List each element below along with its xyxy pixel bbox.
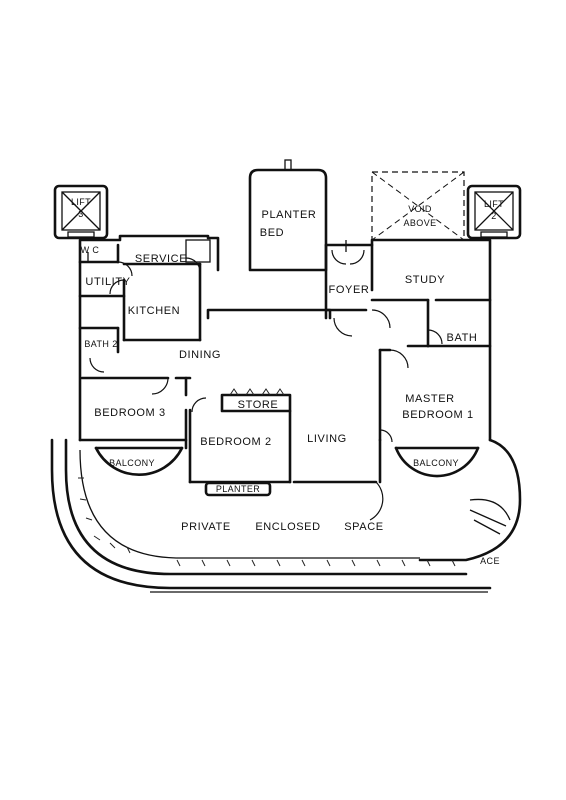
- utility-label: UTILITY: [85, 276, 130, 288]
- enclosed-word: ENCLOSED: [255, 521, 320, 533]
- planter-bed-label-1: PLANTER: [262, 209, 317, 221]
- planter-bed: PLANTER BED: [248, 159, 328, 272]
- study: STUDY: [370, 274, 492, 329]
- private-enclosed-space: PRIVATE ENCLOSED SPACE ACE: [50, 438, 522, 593]
- bath-2-label: BATH 2: [84, 339, 117, 349]
- ace-fragment-label: ACE: [480, 556, 500, 566]
- lift-2: LIFT 2: [466, 184, 522, 240]
- living-label: LIVING: [307, 433, 347, 445]
- store: STORE: [220, 388, 292, 413]
- living: LIVING: [292, 433, 384, 521]
- exterior-walls: [78, 234, 492, 442]
- bedroom-3: BEDROOM 3: [78, 377, 188, 450]
- balcony-left: BALCONY: [94, 446, 184, 476]
- foyer: FOYER: [324, 240, 374, 337]
- lift-3-number: 3: [78, 209, 83, 219]
- master-label-1: MASTER: [405, 393, 454, 405]
- space-word: SPACE: [344, 521, 383, 533]
- lift-3: LIFT 3: [53, 184, 109, 240]
- master-bedroom: MASTER BEDROOM 1: [378, 344, 473, 443]
- wc-label: W C: [81, 245, 100, 255]
- bath-label: BATH: [447, 332, 478, 344]
- study-label: STUDY: [405, 274, 445, 286]
- balcony-left-label: BALCONY: [109, 458, 155, 468]
- planter: PLANTER: [204, 481, 272, 497]
- void-above: VOID ABOVE: [371, 171, 465, 241]
- service-wing: W C SERVICE UTILITY KITCHEN BATH 2: [78, 239, 211, 373]
- balcony-right-label: BALCONY: [413, 458, 459, 468]
- void-label-2: ABOVE: [403, 218, 436, 228]
- bedroom-2-label: BEDROOM 2: [200, 436, 271, 448]
- lift-2-number: 2: [491, 211, 496, 221]
- planter-label: PLANTER: [216, 484, 260, 494]
- lift-3-label: LIFT: [71, 197, 91, 207]
- store-label: STORE: [238, 399, 279, 411]
- lift-2-label: LIFT: [484, 199, 504, 209]
- balcony-right: BALCONY: [394, 446, 480, 478]
- private-word: PRIVATE: [181, 521, 231, 533]
- dining-label: DINING: [179, 349, 221, 361]
- bedroom-3-label: BEDROOM 3: [94, 407, 165, 419]
- kitchen-label: KITCHEN: [128, 305, 180, 317]
- foyer-label: FOYER: [329, 284, 370, 296]
- master-bath: BATH: [426, 298, 492, 348]
- service-label: SERVICE: [135, 253, 187, 265]
- master-label-2: BEDROOM 1: [402, 409, 473, 421]
- void-label-1: VOID: [408, 204, 432, 214]
- planter-bed-label-2: BED: [260, 227, 284, 239]
